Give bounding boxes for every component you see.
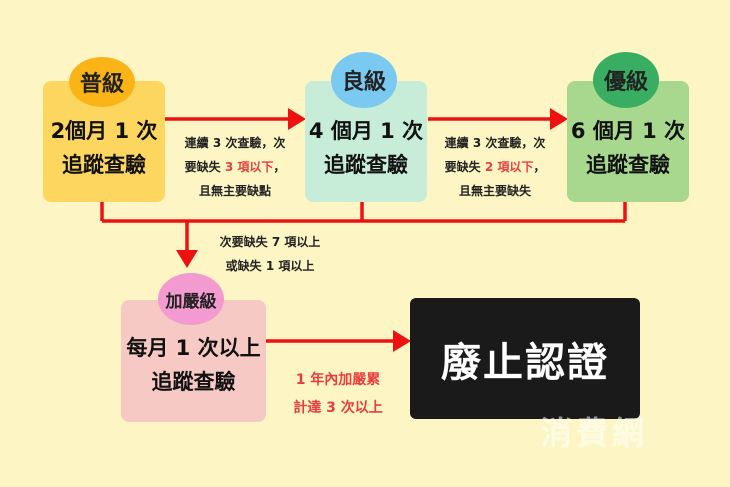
upgrade-condition-level1-line3: 且無主要缺點 [198,184,271,198]
level2-badge: 良級 [331,52,397,108]
arrowhead-revoke [393,330,411,352]
watermark: 消費網 [540,414,649,452]
revoke-condition-line1: 1 年內加嚴累 [295,372,381,388]
upgrade-condition-level1: 連續 3 次查驗，次 要缺失 3 項以下， 且無主要缺點 [168,131,302,203]
downgrade-condition-line1: 次要缺失 7 項以上 [219,235,321,249]
upgrade-condition-level1-line1: 連續 3 次查驗，次 [184,136,286,150]
level3-badge: 優級 [593,52,659,108]
arrowhead-level3 [550,108,568,130]
level1-frequency: 2個月 1 次 [50,118,158,143]
upgrade-condition-level1-line2: 要缺失 3 項以下， [184,160,286,174]
level3-frequency: 6 個月 1 次 [570,118,686,143]
level3-description: 追蹤查驗 [586,152,670,177]
level2-description: 追蹤查驗 [324,152,408,177]
upgrade-condition-level2-line3: 且無主要缺失 [458,184,531,198]
arrowhead-strict [176,250,198,268]
level1-badge: 普級 [69,57,135,107]
downgrade-condition: 次要缺失 7 項以上 或缺失 1 項以上 [205,230,335,278]
revoke-box: 廢止認證 [410,298,640,419]
upgrade-condition-level2-line1: 連續 3 次查驗，次 [444,136,546,150]
strict-badge: 加嚴級 [158,273,224,325]
revoke-condition-line2: 計達 3 次以上 [293,400,383,416]
level1-description: 追蹤查驗 [62,152,146,177]
strict-description: 追蹤查驗 [151,370,236,394]
revoke-label: 廢止認證 [441,339,609,386]
level2-frequency: 4 個月 1 次 [308,118,424,143]
revoke-condition: 1 年內加嚴累 計達 3 次以上 [268,366,408,422]
arrowhead-level2 [288,108,306,130]
level2-box: 4 個月 1 次 追蹤查驗 [305,81,427,202]
upgrade-condition-level2-line2: 要缺失 2 項以下， [444,160,546,174]
strict-frequency: 每月 1 次以上 [126,336,261,360]
downgrade-condition-line2: 或缺失 1 項以上 [225,259,315,273]
upgrade-condition-level2: 連續 3 次查驗，次 要缺失 2 項以下， 且無主要缺失 [428,131,562,203]
